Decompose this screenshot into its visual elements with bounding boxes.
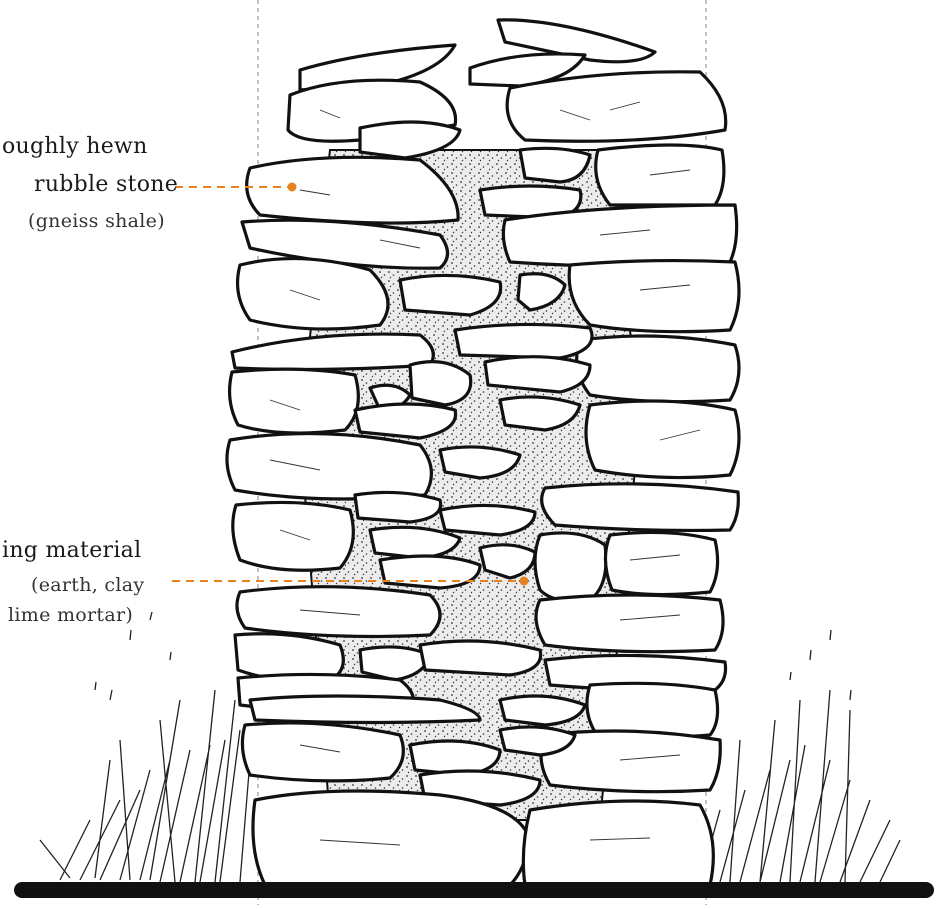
filling-label-line1: ing material [2, 538, 141, 563]
stone-label-line3: (gneiss shale) [28, 210, 165, 232]
stone-label-line2: rubble stone [34, 172, 178, 197]
leader-filling-dot [520, 577, 529, 586]
leader-stone-dot [288, 183, 297, 192]
filling-label-line2: (earth, clay [31, 574, 144, 596]
stone-label-line1: oughly hewn [2, 134, 148, 159]
grass-right [700, 630, 900, 882]
ground-line [14, 882, 934, 898]
grass-left [40, 612, 250, 882]
filling-label-line3: lime mortar) [8, 604, 133, 626]
